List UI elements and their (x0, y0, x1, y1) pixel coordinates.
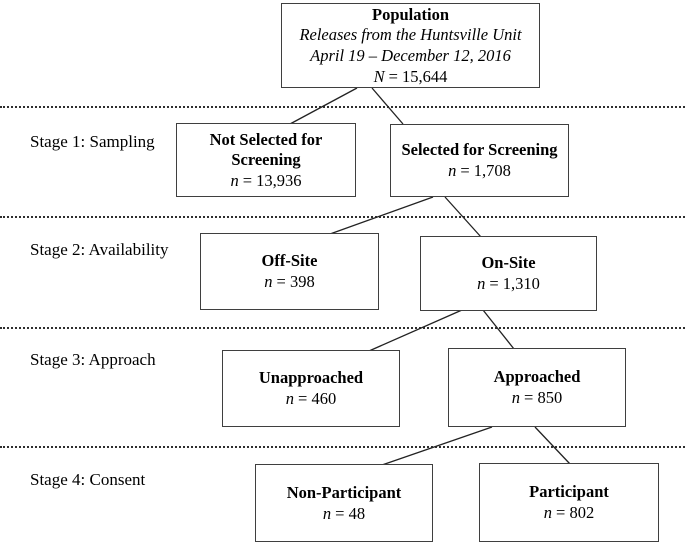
count-symbol: n (511, 388, 521, 407)
stage-divider-3 (0, 327, 685, 329)
count-value: = 13,936 (242, 170, 302, 190)
count-symbol: n (543, 503, 553, 522)
population-count: N= 15,644 (374, 67, 448, 87)
stage-divider-1 (0, 106, 685, 108)
box-count: n= 48 (323, 504, 365, 524)
box-on-site: On-Site n= 1,310 (420, 236, 597, 311)
box-title: Non-Participant (286, 482, 402, 502)
box-title: Unapproached (258, 368, 364, 387)
population-title: Population (371, 5, 450, 24)
population-count-symbol: N (373, 67, 385, 86)
connector-onsite-unapproached (368, 309, 463, 352)
stage-2-label: Stage 2: Availability (30, 240, 169, 259)
box-unapproached: Unapproached n= 460 (222, 350, 400, 427)
population-subtitle-1: Releases from the Huntsville Unit (299, 25, 522, 44)
count-symbol: n (230, 170, 239, 190)
box-count: n= 1,310 (477, 274, 540, 294)
box-title: Off-Site (261, 251, 318, 270)
count-value: = 398 (276, 272, 315, 291)
box-selected-for-screening: Selected for Screening n= 1,708 (390, 124, 569, 197)
count-value: = 1,708 (460, 161, 511, 180)
stage-3-label: Stage 3: Approach (30, 350, 156, 369)
box-count: n= 850 (512, 388, 562, 408)
count-value: = 802 (556, 503, 595, 522)
stage-4-label: Stage 4: Consent (30, 470, 146, 489)
count-symbol: n (477, 274, 486, 293)
stage-divider-4 (0, 446, 685, 448)
box-title: Participant (529, 482, 609, 501)
box-count: n= 802 (544, 503, 594, 523)
box-title: Approached (493, 367, 581, 386)
count-value: = 48 (335, 503, 366, 523)
box-off-site: Off-Site n= 398 (200, 233, 379, 310)
count-symbol: n (322, 503, 332, 523)
box-title: Selected for Screening (401, 140, 558, 159)
count-value: = 1,310 (489, 274, 540, 293)
box-count: n= 398 (264, 272, 314, 292)
count-value: = 460 (298, 389, 337, 408)
population-count-value: = 15,644 (388, 67, 448, 86)
box-non-participant: Non-Participant n= 48 (255, 464, 433, 542)
stage-1-label: Stage 1: Sampling (30, 132, 155, 151)
population-subtitle-2: April 19 – December 12, 2016 (310, 45, 511, 65)
box-title: Not Selected for Screening (209, 129, 323, 169)
count-value: = 850 (524, 388, 563, 407)
box-population: Population Releases from the Huntsville … (281, 3, 540, 88)
count-symbol: n (448, 161, 457, 180)
box-participant: Participant n= 802 (479, 463, 659, 542)
box-count: n= 13,936 (230, 171, 301, 191)
count-symbol: n (285, 389, 295, 408)
connector-onsite-approached (482, 309, 515, 350)
box-not-selected-for-screening: Not Selected for Screening n= 13,936 (176, 123, 356, 197)
box-approached: Approached n= 850 (448, 348, 626, 427)
box-count: n= 1,708 (448, 161, 511, 181)
stage-divider-2 (0, 216, 685, 218)
box-title: On-Site (481, 253, 536, 272)
box-count: n= 460 (286, 389, 336, 409)
count-symbol: n (264, 272, 273, 291)
